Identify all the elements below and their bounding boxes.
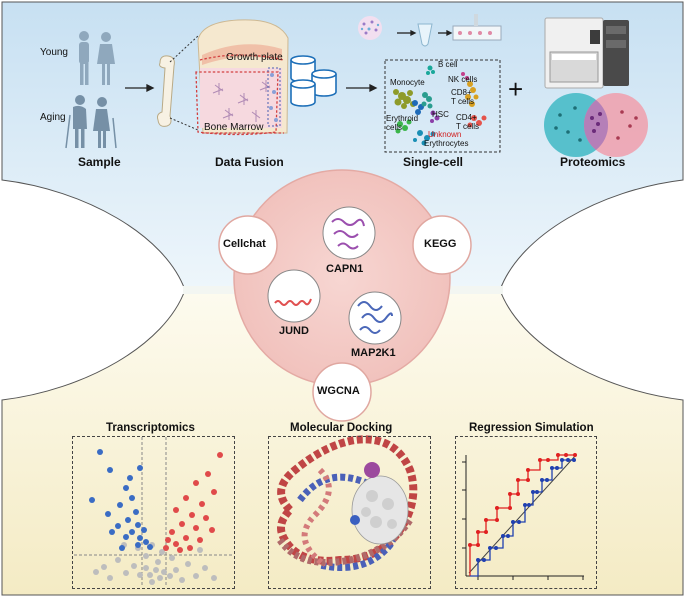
elderly-person-icon [65,95,117,149]
tsne-clusters [393,65,487,146]
kegg-label: KEGG [424,238,457,250]
database-icon [290,55,337,107]
growth-plate-label: Growth plate [226,52,283,63]
hsc-label: HSC [432,110,449,119]
transcriptomics-title: Transcriptomics [106,422,195,434]
venn-diagram [544,93,648,157]
jund-label: JUND [279,325,309,337]
erythroid-label-2: cells [386,123,403,132]
cd4-label-1: CD4+ [456,113,477,122]
erythroid-label-1: Erythroid [386,114,419,123]
docking-title: Molecular Docking [290,422,393,434]
bone-icon [157,55,175,127]
cd4-label-2: T cells [456,122,479,131]
protein-docking-render [277,435,418,571]
bone-marrow-label: Bone Marrow [204,122,264,133]
stage-proteomics: Proteomics [560,155,626,169]
regression-title: Regression Simulation [469,422,594,434]
stage-data-fusion: Data Fusion [215,155,284,169]
docking-panel [268,436,431,589]
plus-sign: + [508,74,524,104]
transcriptomics-panel [72,436,235,589]
bone-section [195,19,289,136]
protein-ribbon-icon [357,301,393,334]
capn1-label: CAPN1 [326,263,364,275]
regression-panel [455,436,597,589]
young-label: Young [40,47,68,58]
stage-single-cell: Single-cell [403,155,464,169]
protein-ribbon-icon [274,298,312,306]
mass-spectrometer-icon [544,17,629,89]
nk-cells-label: NK cells [448,75,478,84]
aging-label: Aging [40,112,66,123]
stage-sample: Sample [78,155,121,169]
cellchat-label: Cellchat [223,238,266,250]
protein-ribbon-icon [331,218,365,250]
center-circle [233,169,451,387]
person-silhouette-icon [79,31,115,85]
monocyte-label: Monocyte [390,78,425,87]
cd8-label-2: T cells [451,97,474,106]
unknown-label: Unknown [428,130,462,139]
map2k1-label: MAP2K1 [351,347,396,359]
wgcna-label: WGCNA [317,385,360,397]
cd8-label-1: CD8+ [451,88,472,97]
volcano-plot [74,437,232,586]
b-cell-label: B cell [438,60,458,69]
erythrocytes-label: Erythrocytes [424,139,469,148]
cell-suspension-icon [358,14,502,47]
roc-plot [462,453,584,580]
